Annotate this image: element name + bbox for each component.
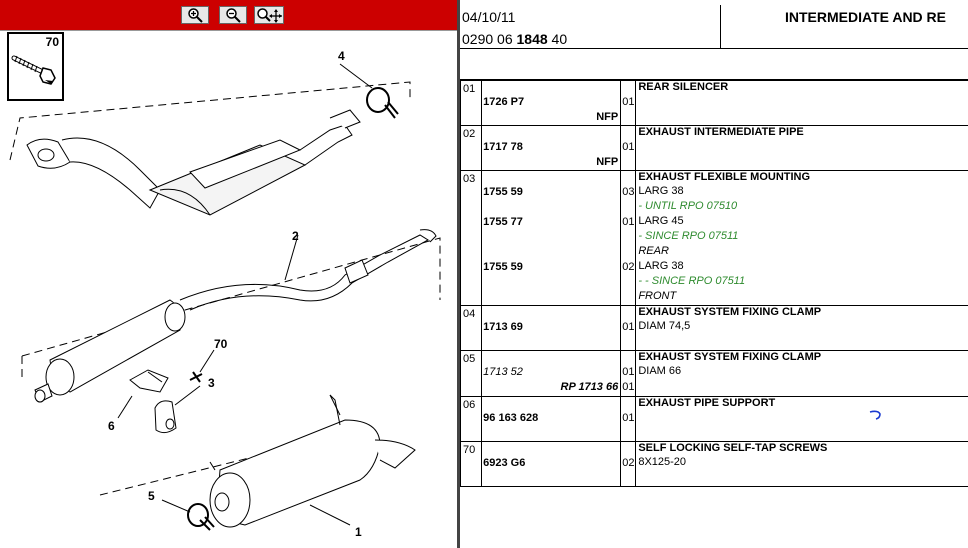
quantity: 02 xyxy=(622,261,635,273)
callout-1: 1 xyxy=(355,525,362,539)
table-row[interactable]: 70 6923 G6 02 SELF LOCKING SELF-TAP SCRE… xyxy=(459,441,968,487)
panel-divider[interactable] xyxy=(457,0,460,548)
zoom-out-button[interactable] xyxy=(219,6,247,24)
quantity: 01 xyxy=(622,216,635,228)
item-number: 02 xyxy=(459,125,483,171)
item-number: 03 xyxy=(459,170,483,306)
table-row[interactable]: 06 96 163 628 01 EXHAUST PIPE SUPPORT xyxy=(459,396,968,442)
item-number: 04 xyxy=(459,305,483,351)
table-top-rule xyxy=(460,79,968,80)
item-number: 70 xyxy=(459,441,483,487)
quantity: 01 xyxy=(622,141,635,153)
quantity: 02 xyxy=(622,457,635,469)
screw-thumbnail[interactable]: 70 xyxy=(7,32,64,101)
parts-panel: 04/10/11 0290 06 1848 40 INTERMEDIATE AN… xyxy=(459,0,968,548)
part-description: EXHAUST PIPE SUPPORT xyxy=(638,397,776,409)
header-rule xyxy=(460,48,968,49)
part-reference[interactable]: 1717 78 xyxy=(483,141,523,153)
callout-5: 5 xyxy=(148,489,155,503)
validity-line: - SINCE RPO 07511 xyxy=(638,230,739,242)
quantity: 01 xyxy=(622,96,635,108)
part-reference[interactable]: 1713 52 xyxy=(483,366,523,378)
detail-line: DIAM 74,5 xyxy=(638,320,691,332)
zoom-out-icon xyxy=(226,8,241,23)
table-row[interactable]: 04 1713 69 01 EXHAUST SYSTEM FIXING CLAM… xyxy=(459,305,968,351)
callout-4: 4 xyxy=(338,49,345,63)
quantity: 01 xyxy=(622,412,635,424)
diagram-toolbar xyxy=(0,0,457,31)
quantity: 01 xyxy=(622,366,635,378)
nfp-badge: NFP xyxy=(596,156,619,168)
page-title: INTERMEDIATE AND RE xyxy=(785,9,946,25)
detail-line: LARG 38 xyxy=(638,185,684,197)
screw-icon xyxy=(11,55,56,85)
header-reference: 0290 06 1848 40 xyxy=(462,31,568,47)
parts-table: 01 1726 P7 NFP 01 REAR SILENCER 02 1717 … xyxy=(459,80,968,487)
header-date: 04/10/11 xyxy=(462,9,516,25)
table-row[interactable]: 01 1726 P7 NFP 01 REAR SILENCER xyxy=(459,80,968,126)
zoom-pan-icon xyxy=(257,8,282,23)
callout-70: 70 xyxy=(214,337,228,351)
zoom-pan-button[interactable] xyxy=(254,6,284,24)
part-description: REAR SILENCER xyxy=(638,81,729,93)
exhaust-diagram: 4 2 70 3 6 5 1 xyxy=(9,49,441,539)
item-number: 01 xyxy=(459,80,483,126)
zoom-in-button[interactable] xyxy=(181,6,209,24)
callout-2: 2 xyxy=(292,229,299,243)
part-description: EXHAUST INTERMEDIATE PIPE xyxy=(638,126,804,138)
item-number: 05 xyxy=(459,350,483,397)
quantity: 01 xyxy=(622,381,635,393)
position-line: FRONT xyxy=(638,290,677,302)
table-row[interactable]: 02 1717 78 NFP 01 EXHAUST INTERMEDIATE P… xyxy=(459,125,968,171)
part-reference[interactable]: 96 163 628 xyxy=(483,412,539,424)
callout-6: 6 xyxy=(108,419,115,433)
validity-line: - - SINCE RPO 07511 xyxy=(638,275,746,287)
part-description: EXHAUST SYSTEM FIXING CLAMP xyxy=(638,306,822,318)
part-reference[interactable]: 6923 G6 xyxy=(483,457,526,469)
quantity: 01 xyxy=(622,321,635,333)
quantity: 03 xyxy=(622,186,635,198)
table-row[interactable]: 03 1755 59 1755 77 1755 59 03 01 02 EXHA… xyxy=(459,170,968,306)
part-reference[interactable]: 1755 59 xyxy=(483,261,523,273)
part-description: EXHAUST SYSTEM FIXING CLAMP xyxy=(638,351,822,363)
part-reference[interactable]: 1755 77 xyxy=(483,216,523,228)
detail-line: LARG 38 xyxy=(638,260,684,272)
diagram-panel: 70 xyxy=(0,0,457,548)
table-row[interactable]: 05 1713 52 RP 1713 66 01 01 EXHAUST SYST… xyxy=(459,350,968,397)
callout-3: 3 xyxy=(208,376,215,390)
nfp-badge: NFP xyxy=(596,111,619,123)
zoom-in-icon xyxy=(188,8,203,23)
detail-line: 8X125-20 xyxy=(638,456,687,468)
item-number: 06 xyxy=(459,396,483,442)
position-line: REAR xyxy=(638,245,669,257)
part-description: EXHAUST FLEXIBLE MOUNTING xyxy=(638,171,811,183)
part-description: SELF LOCKING SELF-TAP SCREWS xyxy=(638,442,828,454)
pen-mark-icon xyxy=(870,410,882,420)
detail-line: DIAM 66 xyxy=(638,365,682,377)
validity-line: - UNTIL RPO 07510 xyxy=(638,200,738,212)
part-reference[interactable]: 1726 P7 xyxy=(483,96,525,108)
header-divider xyxy=(720,5,721,48)
part-reference[interactable]: 1755 59 xyxy=(483,186,523,198)
replacement-reference[interactable]: RP 1713 66 xyxy=(560,381,619,393)
detail-line: LARG 45 xyxy=(638,215,684,227)
thumbnail-label: 70 xyxy=(45,35,59,49)
part-reference[interactable]: 1713 69 xyxy=(483,321,523,333)
